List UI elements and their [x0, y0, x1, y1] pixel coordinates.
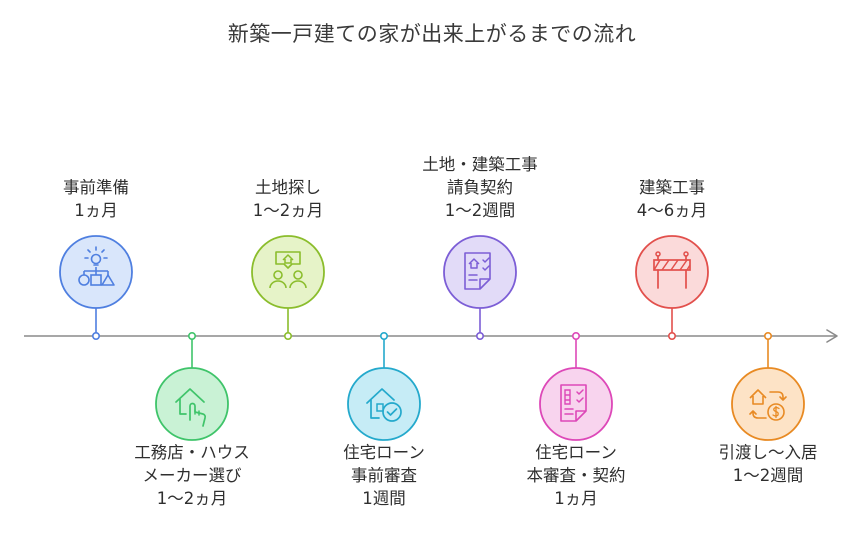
step-node-3	[283, 331, 292, 340]
step-node-6	[571, 331, 580, 340]
step-circle-5	[443, 235, 517, 309]
step-node-5	[475, 331, 484, 340]
diagram-title: 新築一戸建ての家が出来上がるまでの流れ	[227, 22, 637, 46]
construction-barrier-icon	[653, 251, 691, 289]
step-node-8	[763, 331, 772, 340]
document-check-icon	[560, 384, 587, 422]
land-people-icon	[269, 251, 307, 289]
house-check-icon	[366, 388, 402, 422]
house-hand-icon	[175, 388, 207, 427]
step-node-2	[188, 331, 197, 340]
timeline-arrow-head	[826, 329, 838, 343]
step-node-1	[92, 331, 101, 340]
step-node-4	[379, 331, 388, 340]
step-circle-8	[731, 367, 805, 441]
step-node-7	[667, 331, 676, 340]
house-money-exchange-icon	[749, 389, 787, 421]
step-circle-4	[347, 367, 421, 441]
step-circle-6	[539, 367, 613, 441]
contract-house-icon	[464, 252, 491, 290]
step-circle-3	[251, 235, 325, 309]
step-circle-7	[635, 235, 709, 309]
idea-flowchart-icon	[78, 246, 115, 286]
